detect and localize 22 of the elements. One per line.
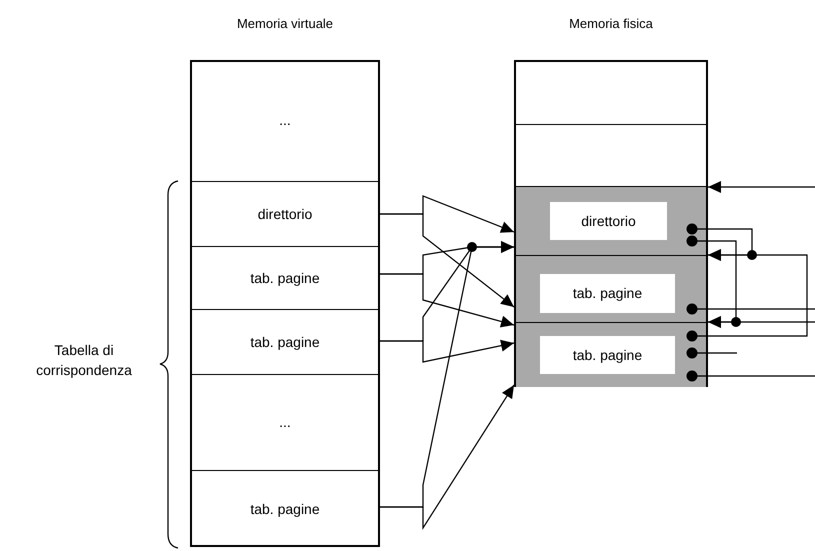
shaded-page-frame [516, 187, 706, 255]
memory-label: direttorio [550, 202, 667, 240]
column-heading: Memoria fisica [568, 15, 654, 33]
row-label: tab. pagine [250, 332, 320, 352]
row-label: direttorio [258, 204, 312, 224]
row-label: tab. pagine [250, 268, 320, 288]
bracket-label: Tabella di corrispondenza [35, 341, 133, 380]
shaded-page-frame [516, 322, 706, 387]
shaded-page-frame [516, 255, 706, 322]
connector-arrow [380, 273, 514, 328]
row-label: ... [279, 413, 291, 432]
memory-label: tab. pagine [540, 336, 675, 374]
column-heading: Memoria virtuale [236, 15, 334, 33]
connector-arrow [380, 340, 514, 363]
connector-arrow [380, 213, 514, 308]
row-label: ... [279, 111, 291, 130]
connector-arrow [708, 181, 815, 193]
connector-arrow [686, 249, 808, 342]
connector-arrow [380, 384, 514, 530]
connector-arrow [708, 316, 815, 328]
memory-label: tab. pagine [540, 274, 675, 313]
row-label: tab. pagine [250, 500, 320, 519]
